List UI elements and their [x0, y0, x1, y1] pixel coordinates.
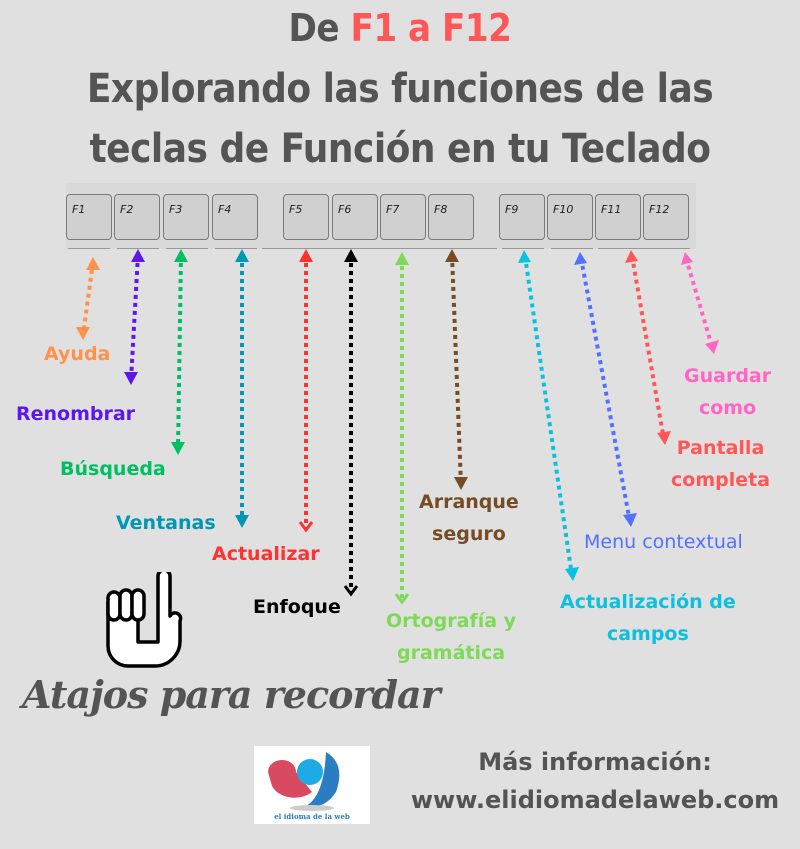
title-accent: F1 a F12 — [350, 6, 512, 50]
label-f12-save-as: Guardar como — [684, 365, 772, 419]
label-f5-refresh: Actualizar — [212, 543, 320, 565]
title-line-3: teclas de Función en tu Teclado — [89, 126, 711, 172]
key-f4: F4 — [212, 194, 258, 240]
arrow-f12 — [684, 257, 715, 351]
key-f11: F11 — [595, 194, 641, 240]
label-f4-windows: Ventanas — [116, 512, 216, 534]
divider — [117, 248, 159, 249]
divider — [551, 248, 593, 249]
key-f6: F6 — [332, 194, 378, 240]
more-info-label: Más información: — [478, 748, 712, 776]
divider — [502, 248, 544, 249]
label-f7-spelling: Ortografía y gramática — [386, 610, 517, 664]
key-f5: F5 — [283, 194, 329, 240]
arrow-f9 — [523, 255, 574, 577]
key-f7: F7 — [380, 194, 426, 240]
label-f10-context-menu: Menu contextual — [584, 531, 743, 553]
label-f11-fullscreen: Pantalla completa — [671, 437, 771, 491]
key-f9: F9 — [499, 194, 545, 240]
label-f8-safe-boot: Arranque seguro — [419, 491, 519, 545]
label-f3-search: Búsqueda — [60, 458, 166, 480]
key-f3: F3 — [163, 194, 209, 240]
key-f10: F10 — [547, 194, 593, 240]
divider — [262, 248, 497, 249]
arrow-f3 — [176, 254, 183, 451]
divider — [68, 248, 110, 249]
pointing-hand-icon — [100, 568, 190, 677]
arrow-f8 — [450, 254, 463, 486]
key-f2: F2 — [114, 194, 160, 240]
label-f6-focus: Enfoque — [253, 596, 341, 618]
title-line-2: Explorando las funciones de las — [86, 66, 714, 112]
key-f8: F8 — [428, 194, 474, 240]
label-f2-rename: Renombrar — [16, 403, 136, 425]
divider — [598, 248, 690, 249]
site-logo: el idioma de la web — [254, 746, 370, 824]
website-link[interactable]: www.elidiomadelaweb.com — [410, 786, 780, 814]
key-f1: F1 — [66, 194, 112, 240]
label-f1-help: Ayuda — [44, 343, 111, 365]
arrow-f11 — [630, 255, 666, 441]
function-key-row: F1 F2 F3 F4 F5 F6 F7 F8 F9 F10 F11 F12 — [66, 183, 696, 249]
key-f12: F12 — [643, 194, 689, 240]
arrow-f1 — [81, 261, 95, 336]
divider — [215, 248, 257, 249]
divider — [166, 248, 208, 249]
arrow-f2 — [129, 254, 140, 381]
arrow-f10 — [579, 257, 632, 523]
tagline: Atajos para recordar — [22, 672, 441, 717]
title-line-1: De F1 a F12 — [0, 6, 800, 50]
label-f9-update-fields: Actualización de campos — [560, 591, 736, 645]
title-prefix: De — [288, 6, 351, 50]
